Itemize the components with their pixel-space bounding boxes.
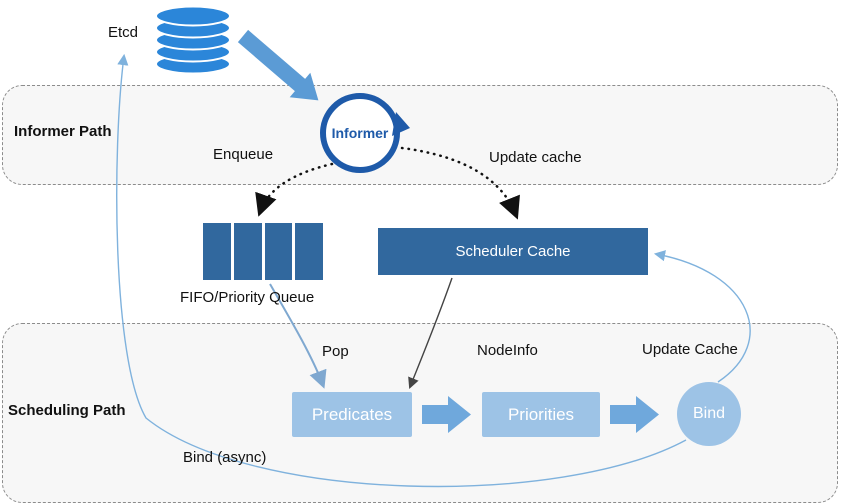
enqueue-label: Enqueue <box>213 146 274 163</box>
priorities-box: Priorities <box>482 392 600 437</box>
queue-slot <box>295 223 323 280</box>
informer-path-region <box>2 85 838 185</box>
informer-label: Informer <box>331 125 389 141</box>
scheduler-cache-box: Scheduler Cache <box>378 228 648 275</box>
predicates-box: Predicates <box>292 392 412 437</box>
priorities-label: Priorities <box>507 404 575 424</box>
update-cache-top-label: Update cache <box>489 149 582 166</box>
etcd-database-icon <box>153 4 233 81</box>
etcd-label: Etcd <box>108 24 139 41</box>
informer-path-label: Informer Path <box>14 123 112 140</box>
informer-node: Informer <box>320 93 400 173</box>
fifo-queue-label: FIFO/Priority Queue <box>180 289 315 306</box>
queue-slot <box>264 223 293 280</box>
predicates-label: Predicates <box>311 404 393 424</box>
fifo-priority-queue <box>203 223 323 280</box>
queue-slot <box>233 223 262 280</box>
bind-label: Bind <box>692 405 726 422</box>
informer-refresh-arrow <box>382 106 416 145</box>
queue-slot <box>203 223 231 280</box>
bind-node: Bind <box>677 382 741 446</box>
update-cache-bottom-label: Update Cache <box>642 341 738 358</box>
scheduler-cache-label: Scheduler Cache <box>455 243 571 260</box>
pop-label: Pop <box>322 343 349 360</box>
scheduling-path-label: Scheduling Path <box>8 402 126 419</box>
nodeinfo-label: NodeInfo <box>477 342 538 359</box>
bind-async-label: Bind (async) <box>183 449 267 466</box>
